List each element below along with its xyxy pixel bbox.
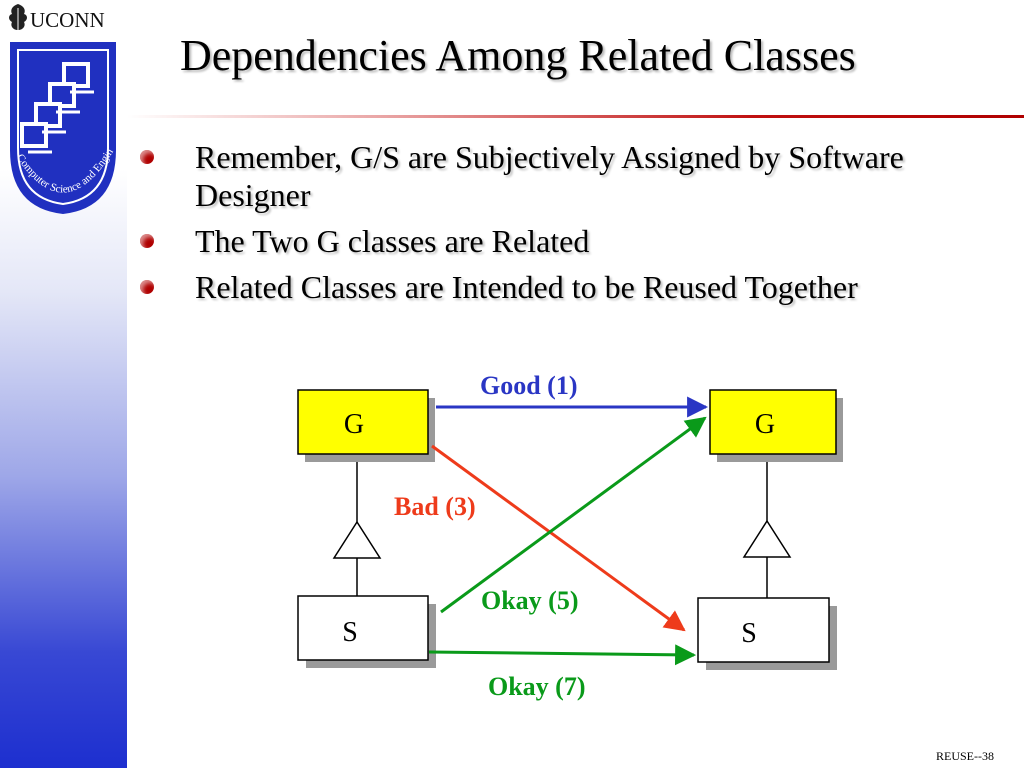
class-label-g-right: G: [755, 409, 775, 440]
bullet-item: Remember, G/S are Subjectively Assigned …: [140, 138, 1010, 214]
class-label-s-right: S: [741, 618, 757, 649]
bullet-item: The Two G classes are Related: [140, 222, 1010, 260]
arrow-bad: [431, 444, 686, 632]
class-box-s-right: [697, 597, 830, 663]
label-good: Good (1): [480, 371, 578, 400]
bullet-list: Remember, G/S are Subjectively Assigned …: [140, 138, 1010, 314]
uconn-logo: Computer Science and Engineering: [0, 0, 116, 214]
title-underline: [127, 115, 1024, 118]
bullet-text: The Two G classes are Related: [195, 223, 590, 259]
bullet-item: Related Classes are Intended to be Reuse…: [140, 268, 1010, 306]
slide-footer: REUSE--38: [936, 749, 994, 763]
label-bad: Bad (3): [394, 492, 476, 521]
class-box-g-right: [709, 389, 837, 455]
bullet-icon: [140, 234, 154, 248]
bullet-icon: [140, 280, 154, 294]
label-okay-5: Okay (5): [481, 586, 579, 615]
uconn-wordmark: UCONN: [30, 8, 105, 32]
inheritance-triangle-left: [332, 520, 382, 559]
class-box-g-left: [297, 389, 429, 455]
class-label-g-left: G: [344, 409, 364, 440]
class-box-s-left: [297, 595, 429, 661]
bullet-icon: [140, 150, 154, 164]
bullet-text: Remember, G/S are Subjectively Assigned …: [195, 139, 904, 213]
arrow-okay-5: [440, 416, 707, 614]
slide-title: Dependencies Among Related Classes: [180, 31, 856, 80]
oak-leaf-icon: [9, 4, 27, 34]
class-label-s-left: S: [342, 617, 358, 648]
arrow-okay-7: [428, 644, 697, 666]
inheritance-triangle-right: [742, 519, 792, 558]
cse-seal-icon: [10, 42, 116, 214]
label-okay-7: Okay (7): [488, 672, 586, 701]
bullet-text: Related Classes are Intended to be Reuse…: [195, 269, 858, 305]
